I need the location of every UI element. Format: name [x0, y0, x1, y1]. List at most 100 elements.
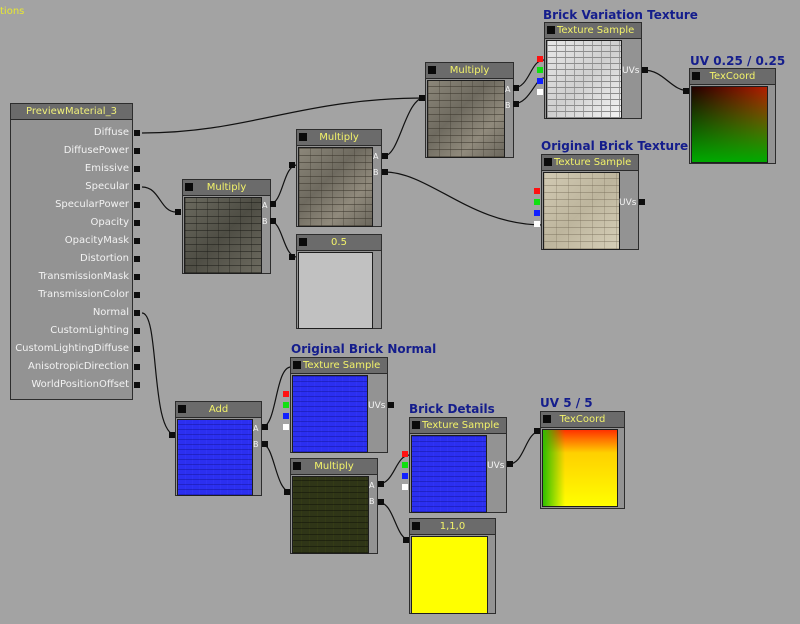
material-input-pin[interactable] — [134, 274, 140, 280]
collapse-toggle-icon[interactable] — [547, 26, 555, 34]
alpha-channel-pin[interactable] — [534, 221, 540, 227]
collapse-toggle-icon[interactable] — [543, 415, 551, 423]
material-input-label: OpacityMask — [64, 235, 129, 246]
material-input-pin[interactable] — [134, 382, 140, 388]
original-brick-uvs-input[interactable] — [639, 199, 645, 205]
alpha-channel-pin[interactable] — [537, 89, 543, 95]
original-brick-preview — [543, 172, 620, 250]
collapse-toggle-icon[interactable] — [299, 238, 307, 246]
material-input-pin[interactable] — [134, 328, 140, 334]
multiply-bottom-input-b[interactable] — [378, 499, 384, 505]
blue-channel-pin[interactable] — [537, 78, 543, 84]
material-input-label: CustomLightingDiffuse — [15, 343, 129, 354]
uv-five-node[interactable]: TexCoord — [540, 411, 625, 509]
multiply-mid-node[interactable]: Multiply A B — [296, 129, 382, 227]
green-channel-pin[interactable] — [537, 67, 543, 73]
material-input-label: Opacity — [90, 217, 129, 228]
multiply-bottom-preview — [292, 476, 369, 554]
green-channel-pin[interactable] — [283, 402, 289, 408]
multiply-mid-output-pin[interactable] — [289, 162, 295, 168]
original-normal-node[interactable]: Texture Sample UVs — [290, 357, 388, 453]
material-input-label: Diffuse — [93, 127, 129, 138]
wire-multiply-top-to-diffuse — [141, 97, 427, 134]
constant-vector-node[interactable]: 1,1,0 — [409, 518, 496, 614]
collapse-toggle-icon[interactable] — [412, 522, 420, 530]
red-channel-pin[interactable] — [534, 188, 540, 194]
constant-vector-header: 1,1,0 — [410, 519, 495, 535]
collapse-toggle-icon[interactable] — [178, 405, 186, 413]
collapse-toggle-icon[interactable] — [185, 183, 193, 191]
uv-five-output-pin[interactable] — [534, 428, 540, 434]
brick-details-uvs-input[interactable] — [507, 461, 513, 467]
brick-details-caption: Brick Details — [409, 402, 495, 416]
material-input-label: SpecularPower — [55, 199, 129, 210]
material-input-pin[interactable] — [134, 130, 140, 136]
multiply-bottom-input-a[interactable] — [378, 481, 384, 487]
collapse-toggle-icon[interactable] — [692, 72, 700, 80]
wire-multiply-mid-to-left-a — [269, 164, 298, 205]
brick-variation-uvs-input[interactable] — [642, 67, 648, 73]
collapse-toggle-icon[interactable] — [428, 66, 436, 74]
red-channel-pin[interactable] — [402, 451, 408, 457]
green-channel-pin[interactable] — [534, 199, 540, 205]
collapse-toggle-icon[interactable] — [544, 158, 552, 166]
red-channel-pin[interactable] — [283, 391, 289, 397]
collapse-toggle-icon[interactable] — [293, 462, 301, 470]
original-normal-uvs-input[interactable] — [388, 402, 394, 408]
collapse-toggle-icon[interactable] — [412, 421, 420, 429]
multiply-bottom-header: Multiply — [291, 459, 377, 475]
multiply-mid-input-a[interactable] — [382, 153, 388, 159]
material-input-pin[interactable] — [134, 310, 140, 316]
add-input-a[interactable] — [262, 424, 268, 430]
constant-vector-output-pin[interactable] — [403, 537, 409, 543]
add-node[interactable]: Add A B — [175, 401, 262, 496]
multiply-mid-preview — [298, 147, 373, 227]
multiply-top-output-pin[interactable] — [419, 95, 425, 101]
multiply-bottom-output-pin[interactable] — [284, 489, 290, 495]
multiply-top-node[interactable]: Multiply A B — [425, 62, 514, 158]
red-channel-pin[interactable] — [537, 56, 543, 62]
original-brick-node[interactable]: Texture Sample UVs — [541, 154, 639, 250]
alpha-channel-pin[interactable] — [402, 484, 408, 490]
collapse-toggle-icon[interactable] — [299, 133, 307, 141]
material-input-label: Distortion — [80, 253, 129, 264]
multiply-left-input-b[interactable] — [270, 218, 276, 224]
uvs-pin-label: UVs — [619, 198, 637, 208]
blue-channel-pin[interactable] — [534, 210, 540, 216]
constant-half-output-pin[interactable] — [289, 254, 295, 260]
constant-half-node[interactable]: 0.5 — [296, 234, 382, 329]
blue-channel-pin[interactable] — [402, 473, 408, 479]
material-input-pin[interactable] — [134, 148, 140, 154]
add-input-b[interactable] — [262, 441, 268, 447]
uv-quarter-output-pin[interactable] — [683, 88, 689, 94]
add-output-pin[interactable] — [169, 432, 175, 438]
material-input-pin[interactable] — [134, 256, 140, 262]
material-input-pin[interactable] — [134, 364, 140, 370]
material-input-pin[interactable] — [134, 292, 140, 298]
blue-channel-pin[interactable] — [283, 413, 289, 419]
material-input-pin[interactable] — [134, 184, 140, 190]
constant-vector-preview — [411, 536, 488, 614]
material-input-pin[interactable] — [134, 202, 140, 208]
wire-add-to-normal — [141, 312, 177, 436]
material-input-pin[interactable] — [134, 166, 140, 172]
multiply-left-input-a[interactable] — [270, 201, 276, 207]
multiply-bottom-node[interactable]: Multiply A B — [290, 458, 378, 554]
material-input-pin[interactable] — [134, 238, 140, 244]
uv-quarter-node[interactable]: TexCoord — [689, 68, 776, 164]
wire-multiply-bottom-to-add-b — [261, 443, 292, 493]
multiply-mid-input-b[interactable] — [382, 169, 388, 175]
brick-details-node[interactable]: Texture Sample UVs — [409, 417, 507, 513]
constant-half-preview — [298, 252, 373, 329]
green-channel-pin[interactable] — [402, 462, 408, 468]
multiply-left-output-pin[interactable] — [175, 209, 181, 215]
preview-material-node[interactable]: PreviewMaterial_3 — [10, 103, 133, 400]
brick-variation-node[interactable]: Texture Sample UVs — [544, 22, 642, 119]
multiply-top-input-b[interactable] — [513, 101, 519, 107]
material-input-pin[interactable] — [134, 220, 140, 226]
multiply-left-node[interactable]: Multiply A B — [182, 179, 271, 274]
alpha-channel-pin[interactable] — [283, 424, 289, 430]
multiply-top-input-a[interactable] — [513, 85, 519, 91]
material-input-pin[interactable] — [134, 346, 140, 352]
collapse-toggle-icon[interactable] — [293, 361, 301, 369]
